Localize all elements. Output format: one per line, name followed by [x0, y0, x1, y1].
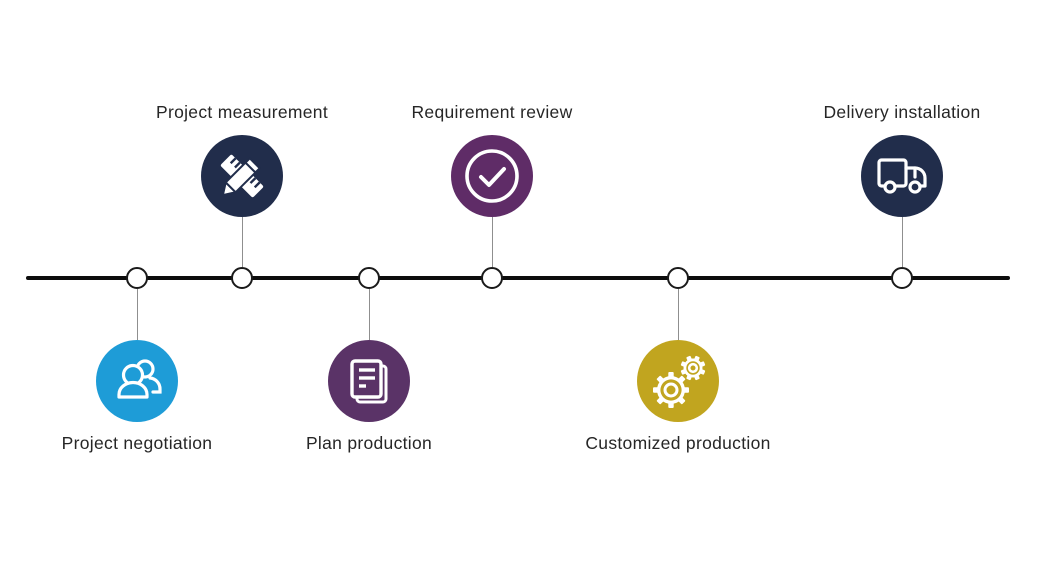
connector-line [677, 289, 679, 340]
ruler-pencil-badge [201, 135, 283, 217]
timeline-node [481, 267, 503, 289]
timeline-axis [26, 276, 1010, 280]
stage-label: Customized production [585, 433, 771, 453]
timeline-node [667, 267, 689, 289]
document-badge [328, 340, 410, 422]
connector-line [136, 289, 138, 340]
connector-line [368, 289, 370, 340]
gears-icon [653, 355, 706, 408]
timeline-node [891, 267, 913, 289]
truck-badge [861, 135, 943, 217]
check-circle-icon [465, 149, 519, 203]
people-badge [96, 340, 178, 422]
people-icon [117, 359, 162, 399]
timeline-node [126, 267, 148, 289]
connector-line [241, 217, 243, 267]
connector-line [491, 217, 493, 267]
check-circle-badge [451, 135, 533, 217]
timeline-node [231, 267, 253, 289]
stage-label: Project measurement [155, 102, 329, 122]
stage-label: Delivery installation [823, 102, 981, 122]
stage-label: Requirement review [411, 102, 573, 122]
connector-line [901, 217, 903, 267]
timeline-node [358, 267, 380, 289]
document-icon [350, 359, 388, 404]
gears-badge [637, 340, 719, 422]
stage-label: Project negotiation [61, 433, 213, 453]
truck-icon [877, 158, 927, 194]
stage-label: Plan production [305, 433, 433, 453]
ruler-pencil-icon [220, 154, 264, 198]
